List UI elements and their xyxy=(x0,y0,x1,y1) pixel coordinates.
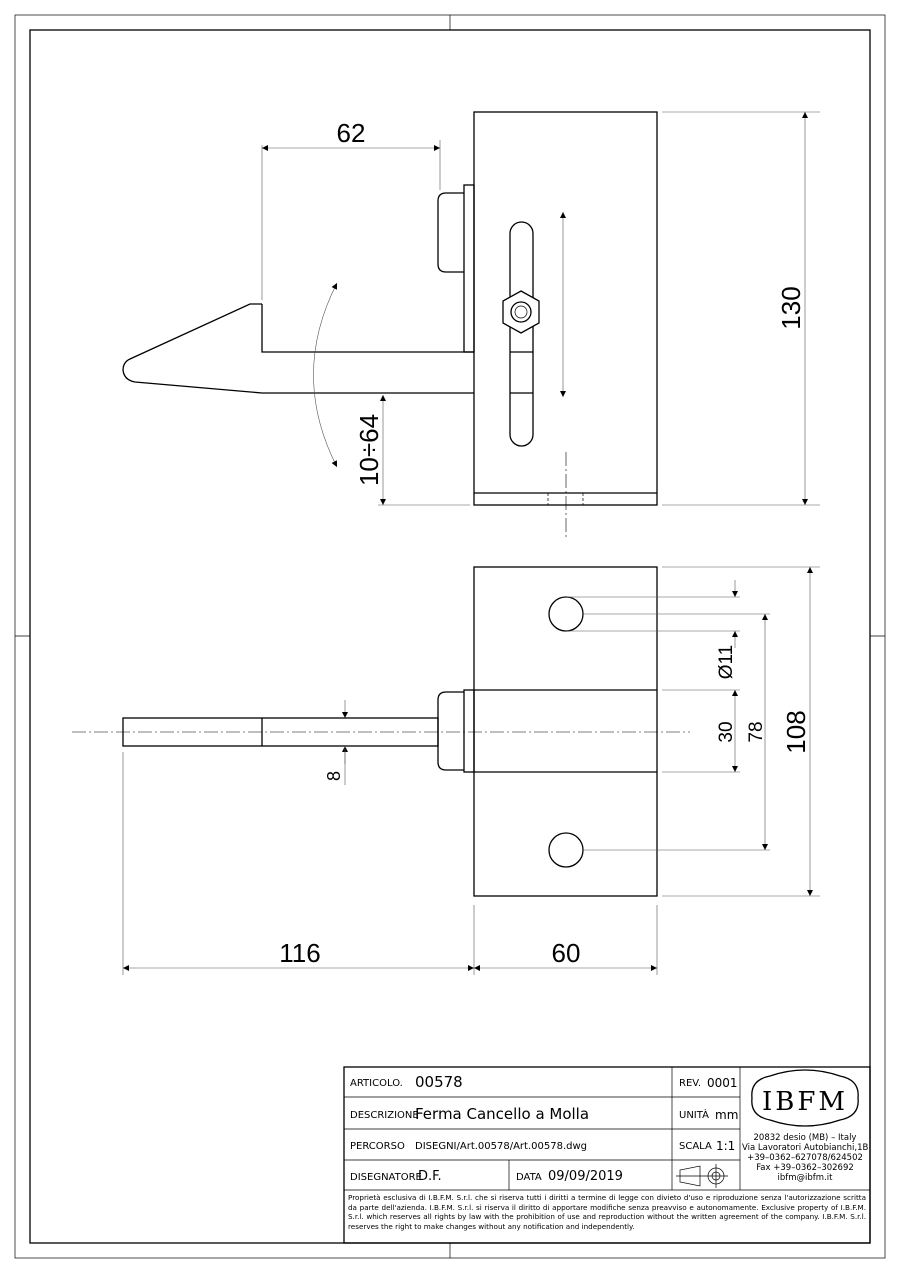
phone: +39–0362–627078/624502 xyxy=(747,1153,863,1163)
dim-60: 60 xyxy=(552,938,581,968)
disclaimer: Proprietà esclusiva di I.B.F.M. S.r.l. c… xyxy=(348,1193,866,1231)
dim-diameter-11: Ø11 xyxy=(716,645,737,680)
scala-label: SCALA xyxy=(679,1141,712,1152)
top-view: 8 Ø11 30 78 108 116 60 xyxy=(72,566,820,975)
descrizione-value: Ferma Cancello a Molla xyxy=(415,1105,590,1123)
unita-value: mm xyxy=(715,1108,739,1122)
dim-62: 62 xyxy=(337,118,366,148)
rev-value: 0001 xyxy=(707,1076,738,1090)
logo: IBFM xyxy=(762,1087,848,1117)
dim-30: 30 xyxy=(716,721,737,742)
latch-arm xyxy=(122,303,474,394)
company-address: 20832 desio (MB) – Italy Via Lavoratori … xyxy=(742,1133,868,1183)
rotation-arc xyxy=(313,282,338,468)
data-value: 09/09/2019 xyxy=(548,1169,623,1184)
logo-frame xyxy=(751,1069,859,1127)
dim-130: 130 xyxy=(776,286,806,329)
unita-label: UNITÀ xyxy=(679,1110,709,1121)
dim-108: 108 xyxy=(781,710,811,753)
title-block-grid: IBFM xyxy=(343,1066,871,1244)
articolo-label: ARTICOLO. xyxy=(350,1078,403,1089)
address-line: 20832 desio (MB) – Italy xyxy=(753,1133,857,1143)
percorso-value: DISEGNI/Art.00578/Art.00578.dwg xyxy=(415,1141,588,1152)
articolo-value: 00578 xyxy=(415,1073,463,1091)
scala-value: 1:1 xyxy=(716,1139,736,1153)
mounting-hole xyxy=(548,596,584,632)
mounting-hole xyxy=(548,832,584,868)
dim-10-64: 10÷64 xyxy=(354,414,384,486)
fax: Fax +39–0362–302692 xyxy=(756,1163,854,1173)
bumper xyxy=(437,192,464,273)
dim-116: 116 xyxy=(279,938,320,968)
rev-label: REV. xyxy=(679,1078,701,1089)
email: ibfm@ibfm.it xyxy=(777,1173,833,1183)
disegnatore-label: DISEGNATORE xyxy=(350,1172,422,1183)
dim-8: 8 xyxy=(324,771,344,781)
slot xyxy=(509,221,534,447)
projection-symbol-icon xyxy=(676,1164,728,1188)
sheet-frame xyxy=(14,14,886,1259)
address-line: Via Lavoratori Autobianchi,1B xyxy=(742,1143,869,1153)
percorso-label: PERCORSO xyxy=(350,1141,405,1152)
dim-78: 78 xyxy=(746,721,767,742)
data-label: DATA xyxy=(516,1172,542,1183)
side-view: 62 10÷64 130 xyxy=(122,111,820,540)
disegnatore-value: D.F. xyxy=(418,1169,442,1184)
descrizione-label: DESCRIZIONE xyxy=(350,1110,419,1121)
nut-icon xyxy=(502,290,540,334)
